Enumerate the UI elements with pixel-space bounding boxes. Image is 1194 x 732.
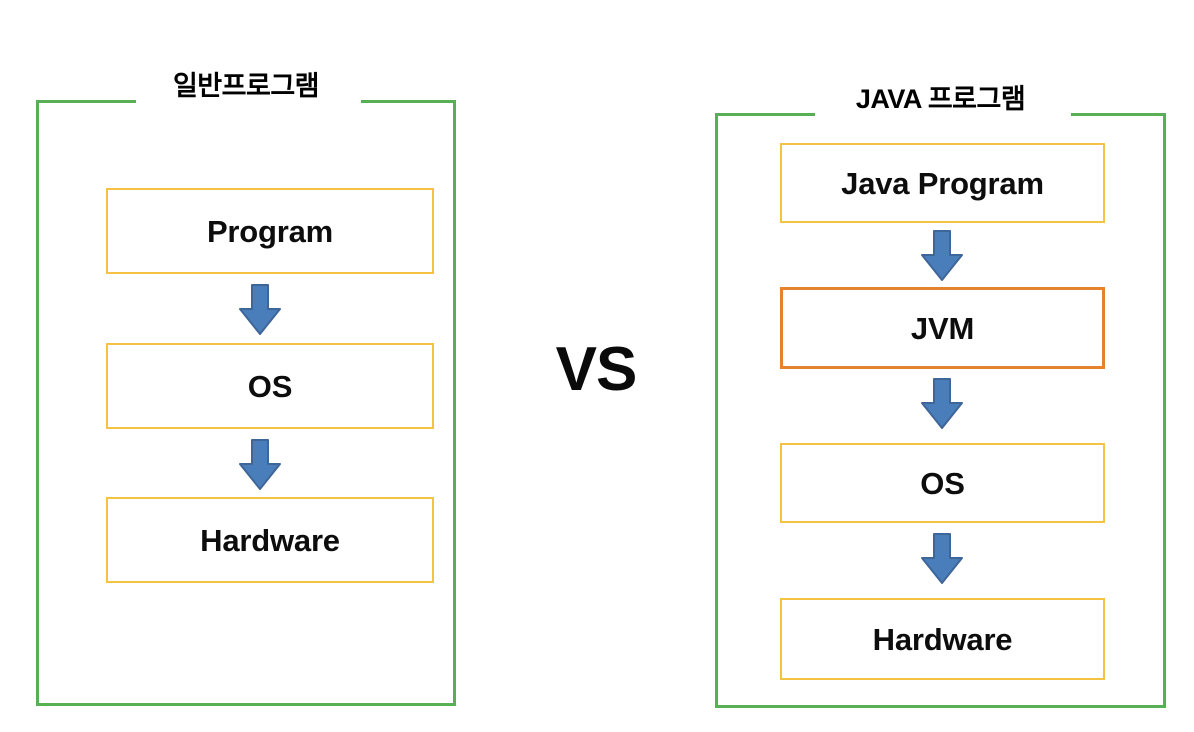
group-title-general-program: 일반프로그램 bbox=[172, 71, 320, 101]
box-label-hardware-right: Hardware bbox=[872, 621, 1013, 657]
box-os-left[interactable]: OS bbox=[106, 343, 434, 429]
group-border-bottom bbox=[715, 705, 1166, 708]
group-border-top-left-segment bbox=[715, 113, 815, 116]
group-border-left bbox=[36, 100, 39, 706]
arrow-os-to-hardware-left bbox=[238, 439, 282, 491]
group-border-right bbox=[453, 100, 456, 706]
box-jvm[interactable]: JVM bbox=[780, 287, 1105, 369]
box-label-jvm: JVM bbox=[910, 310, 975, 346]
vs-separator-label: VS bbox=[555, 335, 638, 404]
group-border-left bbox=[715, 113, 718, 708]
arrow-jvm-to-os bbox=[920, 378, 964, 430]
group-general-program: 일반프로그램 bbox=[36, 73, 456, 706]
box-hardware-left[interactable]: Hardware bbox=[106, 497, 434, 583]
group-border-right bbox=[1163, 113, 1166, 708]
arrow-os-to-hardware-right bbox=[920, 533, 964, 585]
arrow-javaprogram-to-jvm bbox=[920, 230, 964, 282]
arrow-program-to-os bbox=[238, 284, 282, 336]
box-java-program[interactable]: Java Program bbox=[780, 143, 1105, 223]
group-border-top-left-segment bbox=[36, 100, 136, 103]
box-label-hardware-left: Hardware bbox=[200, 522, 340, 558]
box-os-right[interactable]: OS bbox=[780, 443, 1105, 523]
group-border-top-right-segment bbox=[1071, 113, 1166, 116]
group-border-bottom bbox=[36, 703, 456, 706]
box-hardware-right[interactable]: Hardware bbox=[780, 598, 1105, 680]
box-label-java-program: Java Program bbox=[841, 165, 1044, 201]
group-java-program: JAVA 프로그램 bbox=[715, 86, 1166, 708]
group-border-top-right-segment bbox=[361, 100, 456, 103]
box-label-program: Program bbox=[206, 213, 334, 249]
box-label-os-left: OS bbox=[247, 368, 293, 404]
box-label-os-right: OS bbox=[920, 465, 965, 501]
box-program[interactable]: Program bbox=[106, 188, 434, 274]
group-title-java-program: JAVA 프로그램 bbox=[855, 84, 1026, 114]
